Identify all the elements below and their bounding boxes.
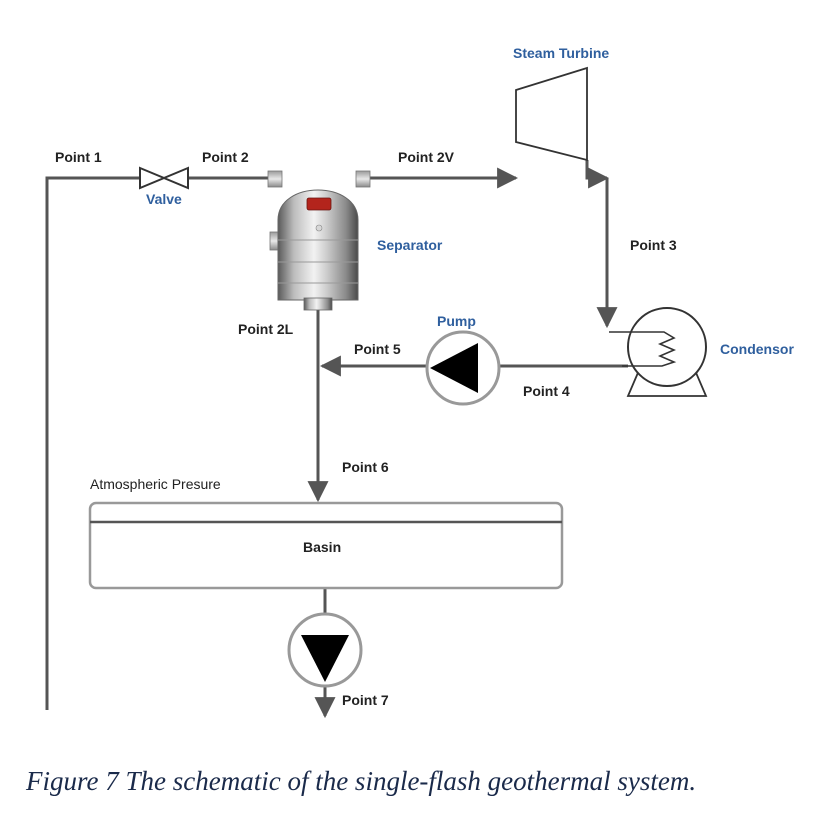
label-point-7: Point 7 [342, 692, 389, 708]
label-point-5: Point 5 [354, 341, 401, 357]
valve-icon [139, 166, 189, 190]
label-condensor: Condensor [720, 341, 794, 357]
pipe-return-left [45, 176, 140, 710]
basin-box [88, 501, 564, 590]
label-atmospheric-pressure: Atmospheric Presure [90, 476, 221, 492]
label-separator: Separator [377, 237, 443, 253]
label-point-2v: Point 2V [398, 149, 455, 165]
pipe-turbine-exhaust [585, 160, 610, 189]
label-point-2: Point 2 [202, 149, 249, 165]
basin-pump-icon [287, 612, 363, 688]
label-point-2l: Point 2L [238, 321, 294, 337]
label-valve: Valve [146, 191, 182, 207]
label-point-1: Point 1 [55, 149, 102, 165]
pump-icon [425, 330, 501, 406]
figure-caption: Figure 7 The schematic of the single-fla… [25, 766, 696, 796]
label-steam-turbine: Steam Turbine [513, 45, 609, 61]
label-point-4: Point 4 [523, 383, 570, 399]
steam-turbine-icon [515, 66, 588, 162]
condensor-icon [609, 307, 708, 397]
label-point-6: Point 6 [342, 459, 389, 475]
label-basin: Basin [303, 539, 341, 555]
separator-icon [267, 170, 371, 311]
label-pump: Pump [437, 313, 476, 329]
label-point-3: Point 3 [630, 237, 677, 253]
